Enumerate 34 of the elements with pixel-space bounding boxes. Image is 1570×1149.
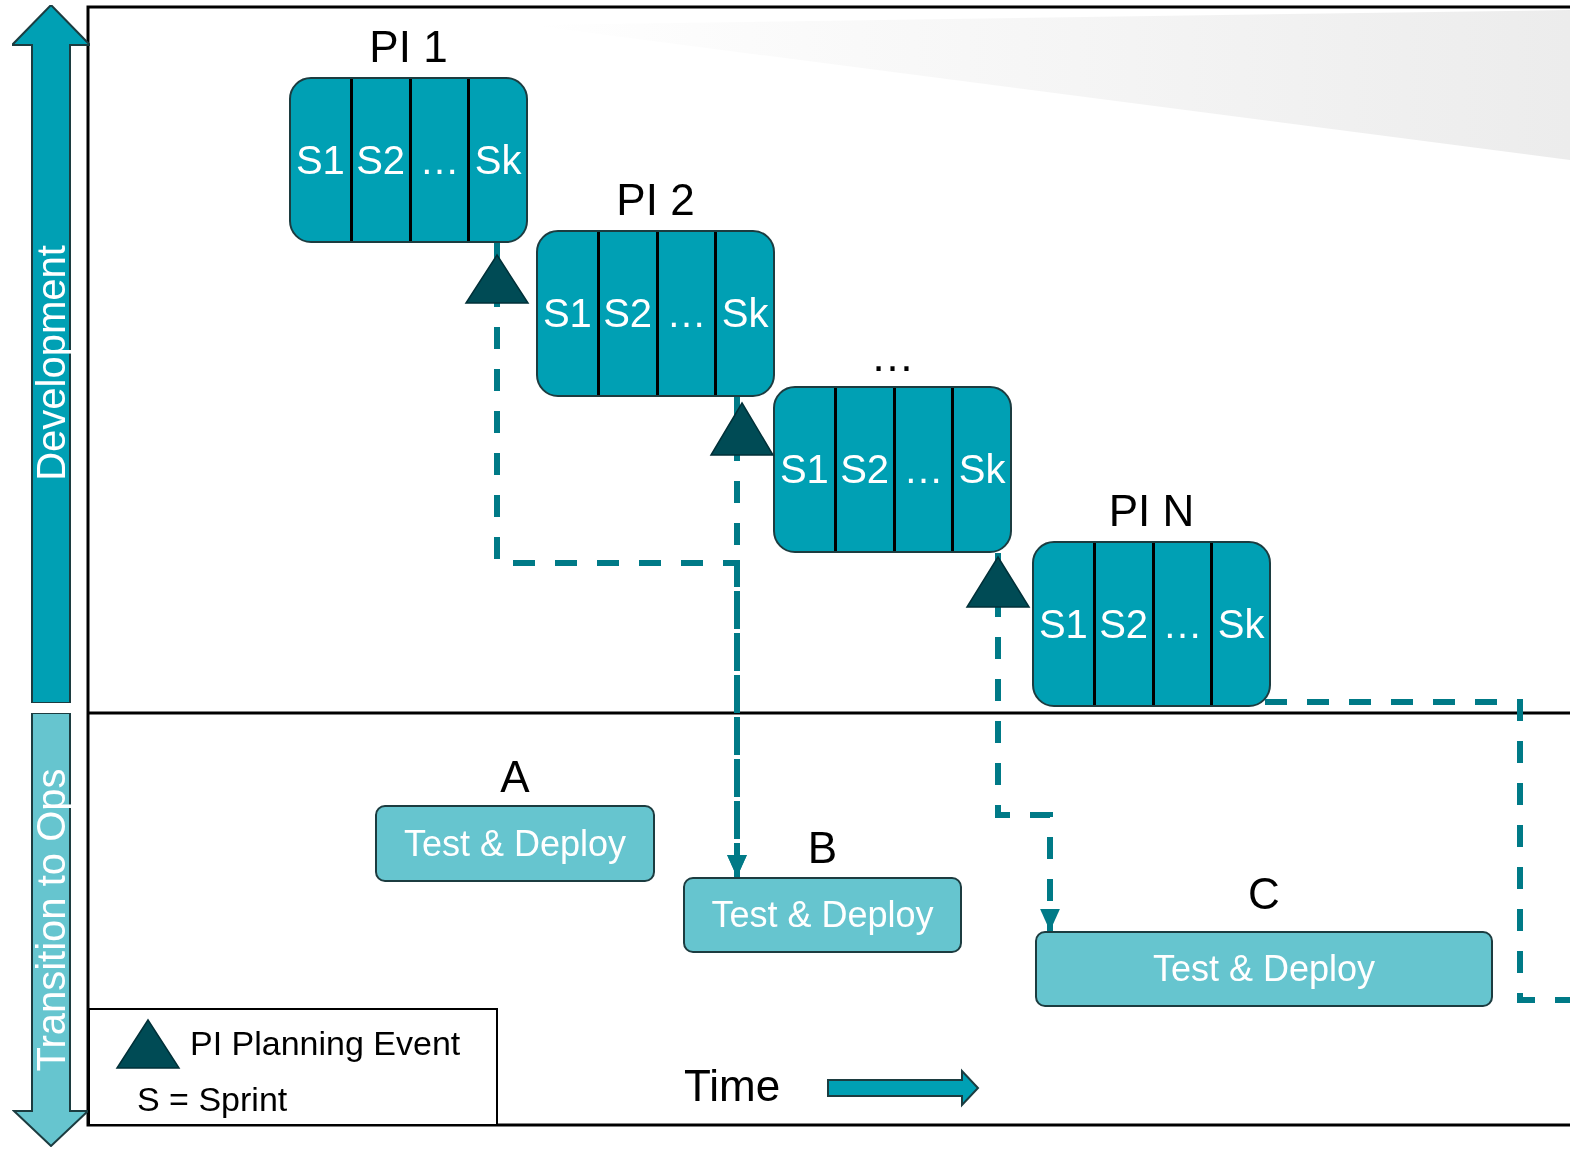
sprint-cell: Sk: [714, 232, 773, 395]
sprint-cell: …: [408, 79, 468, 241]
pi-heading: PI 1: [368, 25, 449, 69]
lane-label: Development: [29, 244, 73, 483]
lane-label: Transition to Ops: [29, 767, 73, 1074]
sprint-cell: S1: [291, 79, 350, 241]
test-deploy-box: Test & Deploy: [375, 805, 655, 882]
sprint-cell: …: [1151, 543, 1211, 705]
pi-heading: PI N: [1107, 489, 1196, 533]
milestone-label: C: [1247, 872, 1281, 916]
sprint-cell: Sk: [1210, 543, 1269, 705]
legend-note: S = Sprint: [137, 1082, 288, 1116]
test-deploy-box: Test & Deploy: [683, 877, 962, 953]
milestone-label: B: [806, 826, 839, 870]
milestone-label: A: [499, 755, 531, 799]
sprint-cell: S2: [349, 79, 409, 241]
sprint-cell: S2: [1092, 543, 1152, 705]
legend-label: PI Planning Event: [190, 1026, 461, 1060]
dashed-connector: [727, 397, 747, 877]
dashed-connector: [995, 553, 1060, 931]
dashed-connector: [1265, 699, 1570, 1003]
sprint-cell: S1: [538, 232, 597, 395]
sprint-cell: Sk: [951, 388, 1010, 551]
sprint-cell: S2: [596, 232, 656, 395]
pi-heading: PI 2: [615, 178, 696, 222]
test-deploy-box: Test & Deploy: [1035, 931, 1493, 1007]
sprint-cell: Sk: [467, 79, 526, 241]
sprint-cell: S1: [1034, 543, 1093, 705]
pi-heading: …: [869, 334, 916, 378]
sprint-cell: S1: [775, 388, 834, 551]
axis-label: Time: [684, 1064, 781, 1108]
sprint-cell: …: [892, 388, 952, 551]
sprint-cell: …: [655, 232, 715, 395]
sprint-cell: S2: [833, 388, 893, 551]
